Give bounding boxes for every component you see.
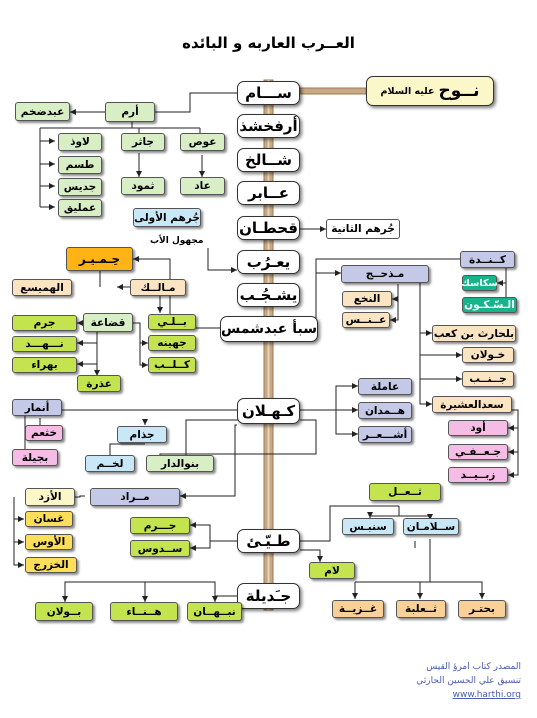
trunk-node-abir: عــابر bbox=[237, 181, 300, 205]
noah-name: نــوح bbox=[438, 81, 480, 101]
trunk-node-yarub: يعـرُب bbox=[237, 250, 300, 274]
node-jarm-qudaa: جرم bbox=[12, 315, 77, 331]
footer-source: المصدر كتاب امرؤ القيس bbox=[426, 662, 521, 672]
trunk-node-qahtan: قحطـان bbox=[237, 216, 300, 240]
node-nakha: النخع bbox=[342, 291, 392, 307]
node-amila: عاملة bbox=[358, 378, 412, 395]
node-bawlan: بــولان bbox=[35, 602, 93, 621]
node-hina: هــنــاء bbox=[110, 602, 178, 621]
node-aws-iram: عوص bbox=[180, 133, 225, 151]
node-sakun: الـسّـكـون bbox=[462, 297, 517, 313]
node-khatham: خثعم bbox=[25, 425, 63, 441]
node-sadus: ســدوس bbox=[130, 540, 190, 557]
node-salaman: ســلامـان bbox=[403, 518, 459, 535]
node-lawidh: لاوذ bbox=[58, 133, 102, 151]
node-saad-ashira: سعدالعشيرة bbox=[432, 396, 512, 413]
node-malik: مـالــك bbox=[130, 279, 186, 296]
node-buhtur: بحتـر bbox=[458, 600, 506, 618]
node-ashar: أشـــعــر bbox=[358, 426, 412, 443]
node-amliq: عمليق bbox=[58, 199, 102, 217]
node-jufi: جـعــفـي bbox=[448, 444, 508, 460]
trunk-node-jadila: جـَديلة bbox=[237, 583, 300, 609]
node-juhayna: جهينه bbox=[148, 335, 196, 351]
trunk-node-kahlan: كـهـلان bbox=[237, 398, 300, 424]
node-jarm-tayy: جـــرم bbox=[130, 517, 190, 534]
node-thuala: ثــعلبة bbox=[396, 600, 446, 618]
node-iram: أرم bbox=[105, 102, 155, 122]
trunk-node-tayy: طـيّـئ bbox=[237, 529, 300, 553]
node-tasm: طسم bbox=[58, 156, 102, 174]
node-lakhm: لخــم bbox=[85, 455, 135, 472]
node-abdadhkhm: عبدضخم bbox=[15, 102, 70, 121]
node-nabhan: نبــهــان bbox=[187, 602, 242, 621]
node-bajila: بجيلة bbox=[12, 449, 58, 466]
node-khazraj: الخزرج bbox=[25, 557, 77, 573]
node-sakasik: سكاسك bbox=[461, 275, 498, 291]
trunk-node-arfakhshad: أرفخشذ bbox=[237, 114, 300, 138]
node-murad: مــراد bbox=[90, 488, 180, 506]
node-jurhum-first: جُرهم الأولى bbox=[133, 208, 201, 227]
node-janb: جــنــب bbox=[462, 371, 514, 387]
node-ghaziya: غــزيــة bbox=[332, 600, 384, 618]
node-himyar: حِـمـيـر bbox=[66, 247, 133, 271]
node-banu-aldar: بنوالدار bbox=[146, 455, 214, 472]
node-lam: لام bbox=[309, 562, 355, 579]
node-balharith: بلحارث بن كعب bbox=[432, 325, 516, 342]
trunk-node-shalikh: شــالخ bbox=[237, 148, 300, 172]
trunk-node-sam: ســـام bbox=[237, 81, 300, 105]
node-kinda: كــنــدة bbox=[460, 251, 515, 268]
node-ghassan: غسان bbox=[25, 511, 73, 527]
node-udhra: عذرة bbox=[77, 375, 121, 392]
node-thamud: ثمود bbox=[121, 177, 165, 195]
trunk-node-saba: سبأ عبدشمس bbox=[220, 316, 318, 342]
node-khawlan: خـولان bbox=[462, 347, 514, 363]
footer-credit: تنسيق علي الحسين الحارثي bbox=[416, 676, 521, 686]
node-hamaysa: الهميسع bbox=[12, 279, 72, 296]
footer-link[interactable]: www.harthi.org bbox=[452, 690, 521, 700]
node-zubayd: زبــيــد bbox=[448, 467, 508, 483]
node-bahra: بهراء bbox=[12, 357, 77, 373]
diagram-title: العــرب العاربه و البائده bbox=[182, 34, 355, 52]
node-sanbas: سنبـس bbox=[342, 518, 394, 535]
noah-box: نــوح عليه السلام bbox=[366, 76, 494, 106]
trunk-node-yashjub: يشـجُـب bbox=[237, 283, 300, 307]
node-madhhij: مـذحــج bbox=[341, 265, 429, 283]
node-qudaa: قضاعة bbox=[83, 313, 133, 332]
node-jadis: جديس bbox=[58, 178, 102, 196]
node-thual: ثــعــل bbox=[369, 483, 441, 501]
node-jurhum-second: جُرهم الثانية bbox=[326, 219, 400, 239]
node-aad: عاد bbox=[180, 177, 225, 195]
node-aws: الأوس bbox=[25, 534, 73, 550]
noah-connector bbox=[299, 87, 367, 95]
node-azd: الأزد bbox=[25, 488, 75, 506]
node-nahd: نـــهـــد bbox=[12, 336, 77, 352]
node-ans: عــنــس bbox=[342, 312, 390, 328]
label-unknown-father: مجهول الأب bbox=[150, 236, 204, 246]
node-kalb: كــلــب bbox=[148, 357, 196, 373]
node-bali: بــلـي bbox=[148, 314, 196, 330]
node-anmar: أنمار bbox=[12, 399, 62, 416]
noah-honorific: عليه السلام bbox=[380, 85, 435, 97]
node-hamdan: هــمدان bbox=[358, 402, 412, 419]
node-judham: جذام bbox=[117, 426, 167, 443]
node-jathir: جاثر bbox=[121, 133, 165, 151]
node-awd: أود bbox=[448, 420, 508, 436]
